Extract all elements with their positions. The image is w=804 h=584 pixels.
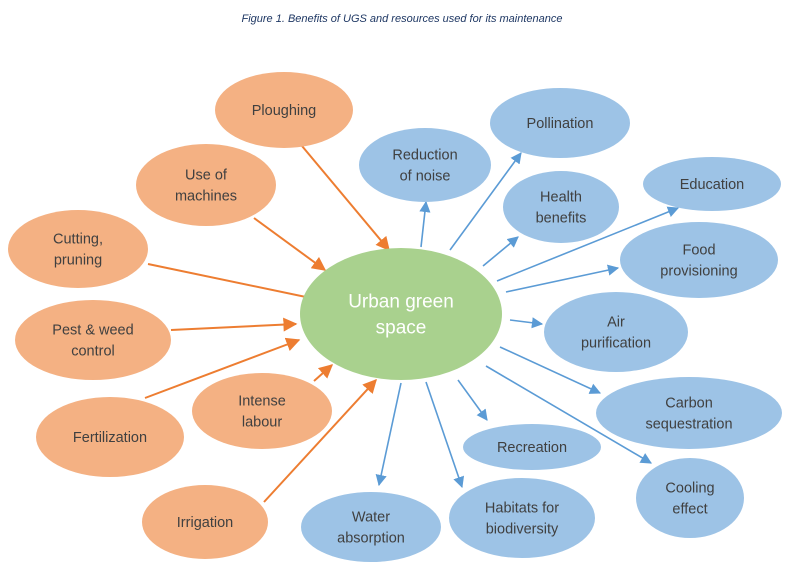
resource-label-intense-labour-line-2: labour <box>242 415 282 431</box>
benefit-ellipse-reduction-of-noise <box>359 128 491 202</box>
benefit-label-carbon-sequestration-line-2: sequestration <box>645 417 732 433</box>
resource-ellipse-ploughing <box>215 72 353 148</box>
resource-ellipse-cutting-pruning <box>8 210 148 288</box>
resource-label-cutting-pruning-line-1: Cutting, <box>53 232 103 248</box>
benefit-node-carbon-sequestration: Carbon sequestration <box>596 377 782 449</box>
benefit-ellipse-recreation <box>463 424 601 470</box>
arrow-education <box>496 206 680 282</box>
arrow-pest-weed-control <box>170 317 298 332</box>
benefit-label-pollination-line-1: Pollination <box>527 116 594 132</box>
arrow-ploughing <box>301 145 390 252</box>
arrow-water-absorption <box>375 382 402 487</box>
arrow-recreation <box>457 379 488 421</box>
benefit-label-education-line-1: Education <box>680 177 745 193</box>
benefit-node-cooling-effect: Cooling effect <box>636 458 744 538</box>
benefit-label-recreation-line-1: Recreation <box>497 440 567 456</box>
benefit-label-habitats-for-biodiversity-line-2: biodiversity <box>486 522 559 538</box>
resource-label-intense-labour-line-1: Intense <box>238 394 286 410</box>
benefit-label-cooling-effect-line-2: effect <box>672 502 707 518</box>
arrow-air-purification <box>509 317 544 329</box>
resource-label-use-of-machines-line-2: machines <box>175 189 237 205</box>
benefit-label-cooling-effect-line-1: Cooling <box>665 481 714 497</box>
arrow-food-provisioning <box>505 264 620 293</box>
resource-ellipse-irrigation <box>142 485 268 559</box>
arrow-reduction-of-noise <box>419 200 431 248</box>
benefit-ellipse-education <box>643 157 781 211</box>
resource-node-irrigation: Irrigation <box>142 485 268 559</box>
arrow-irrigation <box>263 378 377 503</box>
resource-ellipse-use-of-machines <box>136 144 276 226</box>
resource-node-pest-weed-control: Pest & weed control <box>15 300 171 380</box>
resource-label-fertilization-line-1: Fertilization <box>73 430 147 446</box>
figure-caption: Figure 1. Benefits of UGS and resources … <box>241 13 563 25</box>
benefit-label-habitats-for-biodiversity-line-1: Habitats for <box>485 501 559 517</box>
resource-label-use-of-machines-line-1: Use of <box>185 168 228 184</box>
resource-node-intense-labour: Intense labour <box>192 373 332 449</box>
benefit-ellipse-carbon-sequestration <box>596 377 782 449</box>
resource-label-ploughing-line-1: Ploughing <box>252 103 317 119</box>
benefit-node-recreation: Recreation <box>463 424 601 470</box>
benefit-node-health-benefits: Health benefits <box>503 171 619 243</box>
benefit-label-food-provisioning-line-1: Food <box>682 243 715 259</box>
benefit-node-education: Education <box>643 157 781 211</box>
arrow-pollination <box>449 152 522 251</box>
arrow-habitats-for-biodiversity <box>425 381 465 489</box>
center-label-urban-green-space-line-2: space <box>376 318 427 339</box>
arrow-intense-labour <box>313 364 334 382</box>
arrow-fertilization <box>144 337 301 399</box>
benefit-node-reduction-of-noise: Reduction of noise <box>359 128 491 202</box>
benefit-label-reduction-of-noise-line-2: of noise <box>400 169 451 185</box>
resource-label-irrigation-line-1: Irrigation <box>177 515 233 531</box>
benefit-node-water-absorption: Water absorption <box>301 492 441 562</box>
resource-label-pest-weed-control-line-2: control <box>71 344 115 360</box>
arrow-cooling-effect <box>485 365 652 464</box>
benefit-node-pollination: Pollination <box>490 88 630 158</box>
benefit-label-health-benefits-line-1: Health <box>540 190 582 206</box>
benefit-ellipse-habitats-for-biodiversity <box>449 478 595 558</box>
benefit-node-food-provisioning: Food provisioning <box>620 222 778 298</box>
resource-ellipse-pest-weed-control <box>15 300 171 380</box>
center-node-urban-green-space: Urban green space <box>300 248 502 380</box>
benefit-node-habitats-for-biodiversity: Habitats for biodiversity <box>449 478 595 558</box>
benefit-ellipse-pollination <box>490 88 630 158</box>
benefit-ellipse-food-provisioning <box>620 222 778 298</box>
benefit-label-reduction-of-noise-line-1: Reduction <box>392 148 457 164</box>
benefit-label-health-benefits-line-2: benefits <box>536 211 587 227</box>
resource-ellipse-fertilization <box>36 397 184 477</box>
arrow-carbon-sequestration <box>499 346 602 394</box>
benefit-ellipse-water-absorption <box>301 492 441 562</box>
center-label-urban-green-space-line-1: Urban green <box>348 292 454 313</box>
benefit-label-air-purification-line-1: Air <box>607 315 625 331</box>
arrow-health-benefits <box>482 236 519 267</box>
benefit-label-water-absorption-line-2: absorption <box>337 531 405 547</box>
resource-node-ploughing: Ploughing <box>215 72 353 148</box>
resource-label-pest-weed-control-line-1: Pest & weed <box>52 323 133 339</box>
arrow-cutting-pruning <box>147 263 327 306</box>
resource-ellipse-intense-labour <box>192 373 332 449</box>
benefit-label-food-provisioning-line-2: provisioning <box>660 264 737 280</box>
resource-node-fertilization: Fertilization <box>36 397 184 477</box>
resource-node-use-of-machines: Use of machines <box>136 144 276 226</box>
benefit-label-air-purification-line-2: purification <box>581 336 651 352</box>
benefit-node-air-purification: Air purification <box>544 292 688 372</box>
arrows-layer <box>144 145 680 503</box>
center-ellipse-urban-green-space <box>300 248 502 380</box>
benefit-ellipse-health-benefits <box>503 171 619 243</box>
benefit-label-carbon-sequestration-line-1: Carbon <box>665 396 713 412</box>
benefit-ellipse-cooling-effect <box>636 458 744 538</box>
benefit-ellipse-air-purification <box>544 292 688 372</box>
resource-node-cutting-pruning: Cutting, pruning <box>8 210 148 288</box>
resource-label-cutting-pruning-line-2: pruning <box>54 253 102 269</box>
arrow-use-of-machines <box>253 217 327 271</box>
benefit-label-water-absorption-line-1: Water <box>352 510 390 526</box>
